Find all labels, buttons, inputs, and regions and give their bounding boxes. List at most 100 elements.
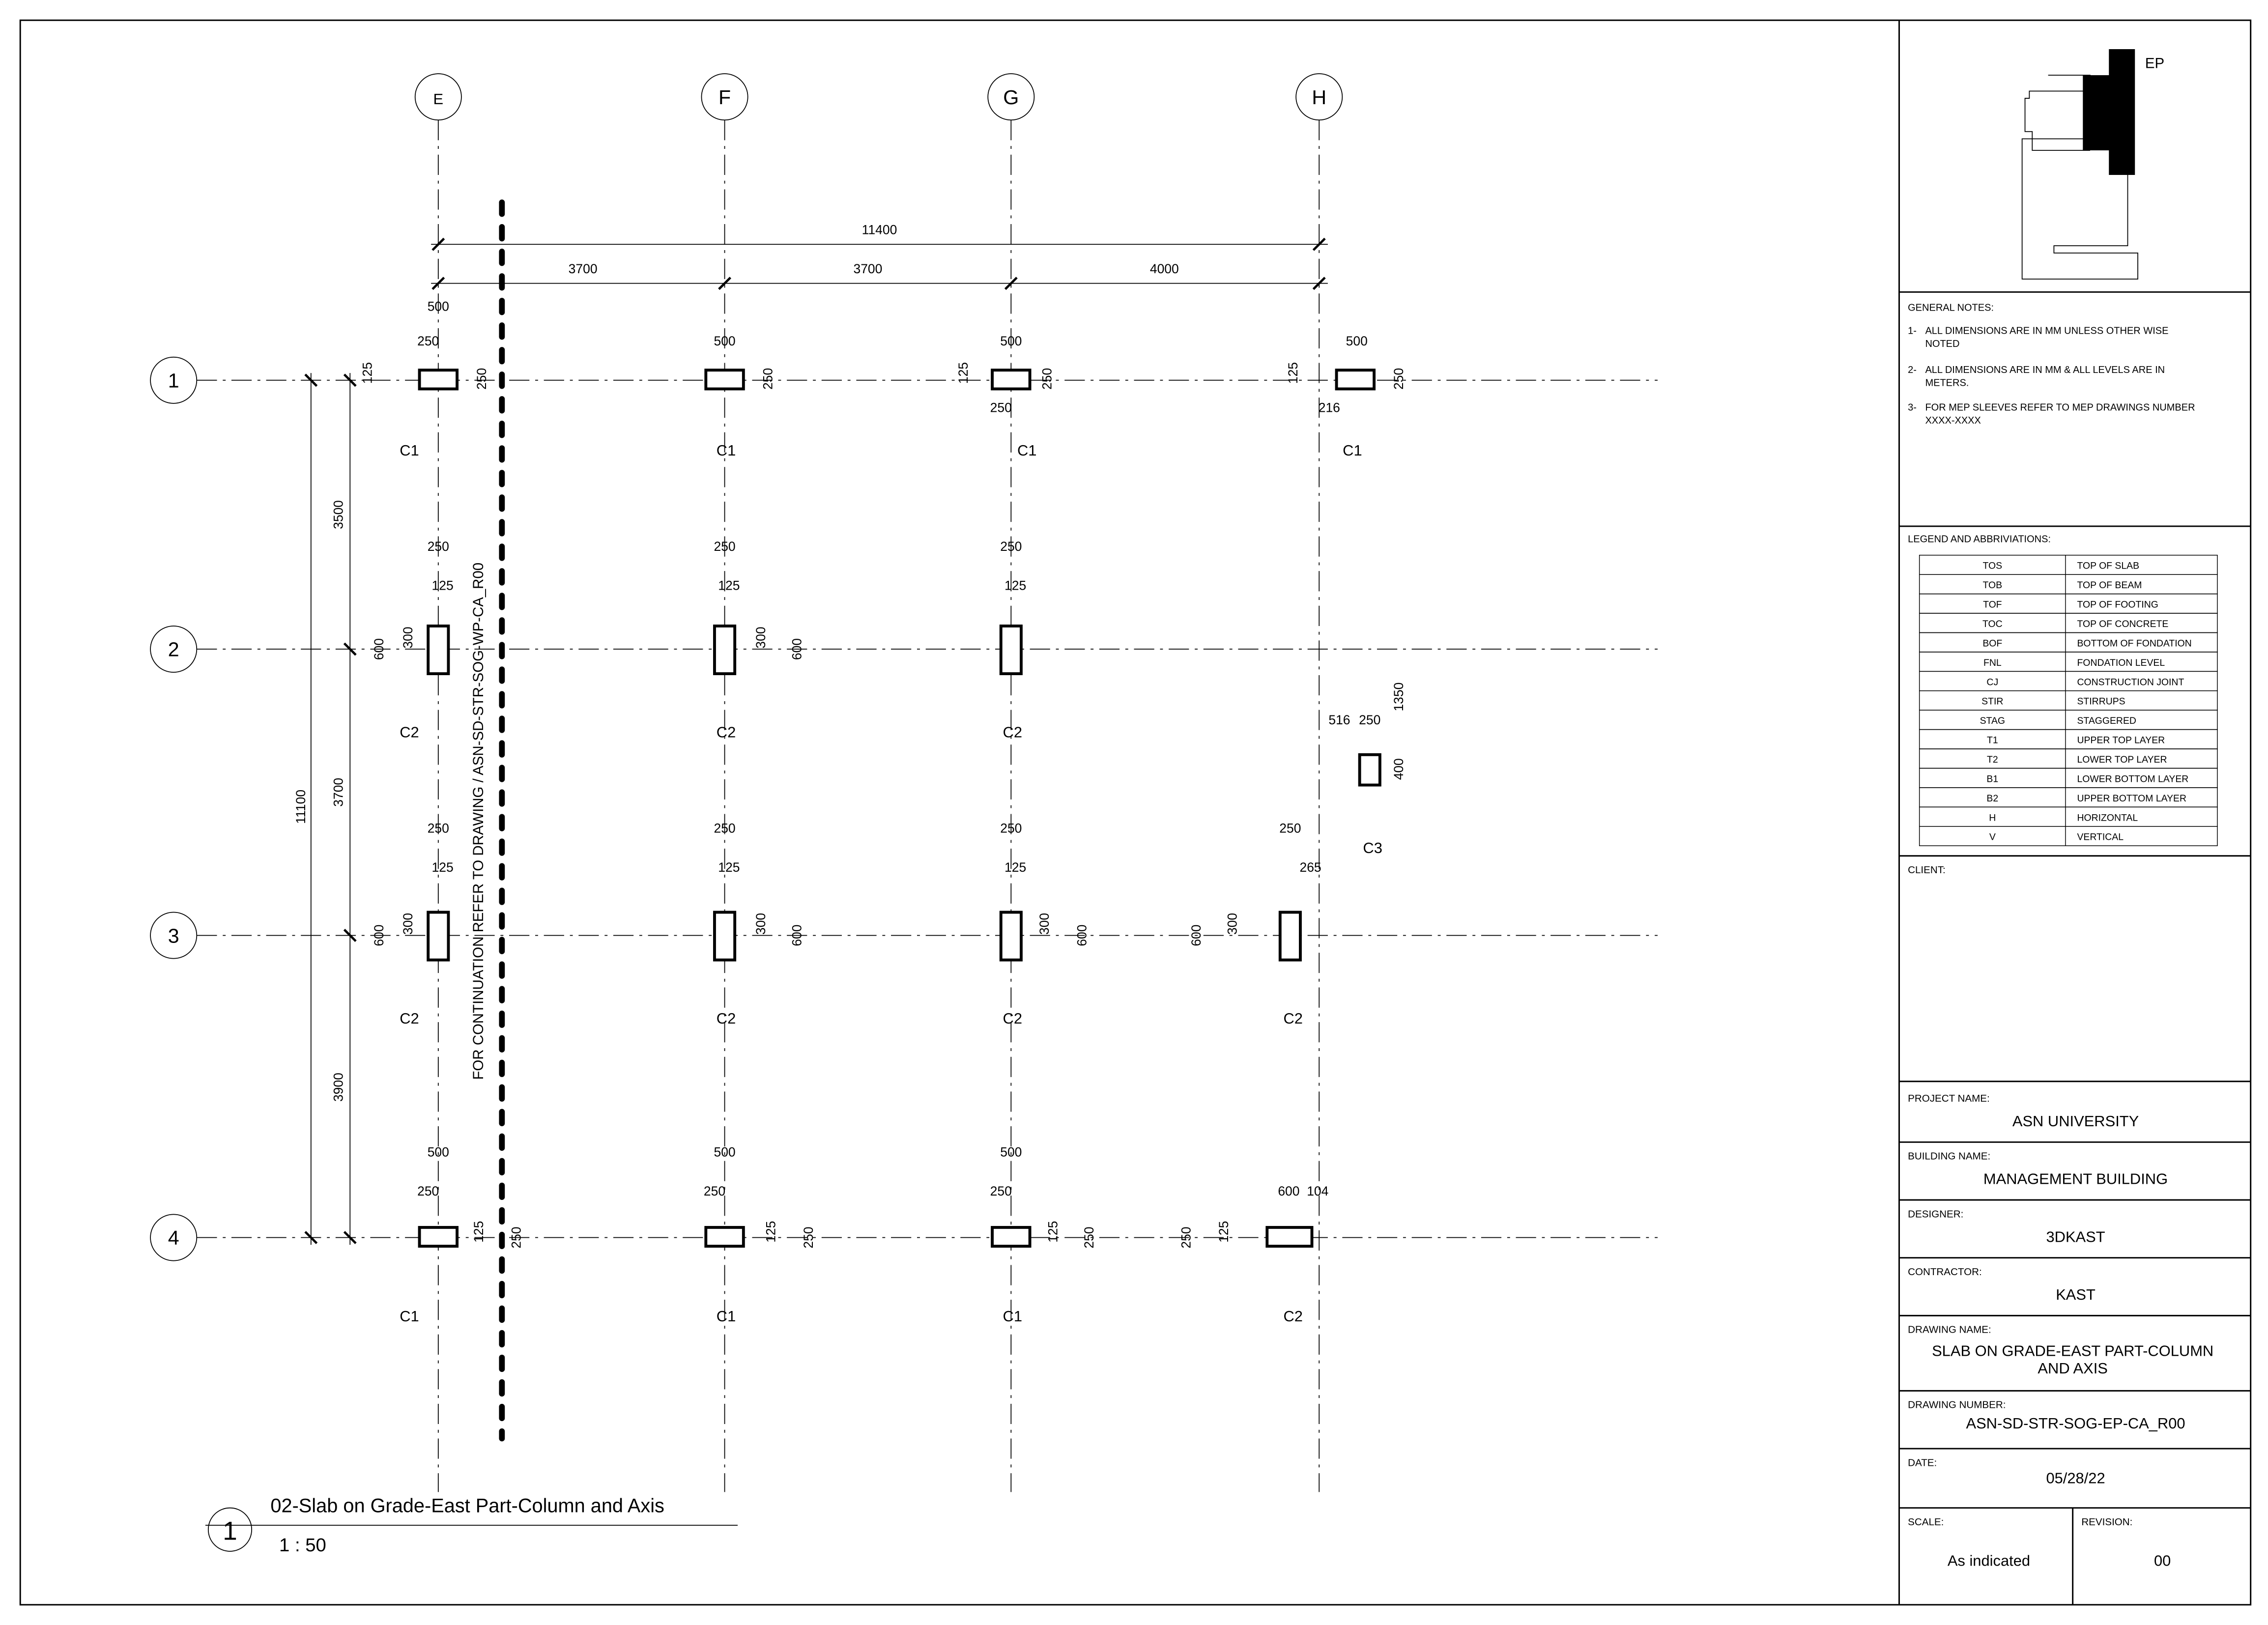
column-E2: C2 (400, 625, 450, 741)
column-dimension: 250 (1040, 368, 1055, 390)
dimension-overall-horizontal: 11400 (862, 223, 897, 237)
scale-label: SCALE: (1908, 1516, 1944, 1528)
grid-bubble-H: H (1295, 73, 1343, 121)
key-plan-label: EP (2145, 55, 2164, 71)
column-dimension: 600 (790, 925, 804, 946)
column-outline (418, 369, 459, 391)
dimension-bay-FG: 3700 (853, 261, 882, 276)
drawing-number-label: DRAWING NUMBER: (1908, 1399, 2006, 1411)
column-type-label: C1 (1003, 1308, 1022, 1325)
column-dimension: 600 (1189, 925, 1204, 946)
column-E1: C1 (400, 369, 459, 459)
grid-bubble-3: 3 (150, 912, 198, 959)
designer-label: DESIGNER: (1908, 1208, 1963, 1220)
legend-abbreviation: STIR (1981, 696, 2003, 707)
column-dimension: 125 (764, 1221, 778, 1243)
column-outline (1278, 911, 1302, 962)
column-dimension: 125 (1005, 860, 1026, 875)
legend-row: T2 LOWER TOP LAYER (1919, 748, 2218, 769)
legend-meaning: STIRRUPS (2077, 696, 2125, 707)
column-dimension: 250 (1279, 821, 1301, 836)
grid-bubble-F: F (701, 73, 748, 121)
column-outline (704, 369, 745, 391)
project-label: PROJECT NAME: (1908, 1093, 1990, 1104)
grid-lines (197, 120, 1658, 1492)
column-dimension: 500 (428, 1145, 449, 1160)
column-outline (991, 369, 1032, 391)
column-G3: C2 (999, 911, 1023, 1027)
grid-label: E (433, 90, 444, 108)
view-scale: 1 : 50 (279, 1535, 326, 1556)
column-type-label: C1 (717, 442, 736, 459)
column-type-label: C1 (400, 1308, 419, 1325)
column-dimension: 250 (990, 1184, 1012, 1198)
grid-label: H (1312, 86, 1326, 109)
column-dimension: 125 (471, 1221, 486, 1243)
legend-meaning: TOP OF SLAB (2077, 561, 2139, 571)
column-dimension: 250 (801, 1226, 816, 1248)
general-notes: GENERAL NOTES: 1- ALL DIMENSIONS ARE IN … (1908, 303, 2195, 426)
column-dimension: 300 (1037, 913, 1052, 935)
building-label: BUILDING NAME: (1908, 1151, 1990, 1162)
column-dimension: 500 (1000, 334, 1022, 348)
legend-meaning: TOP OF BEAM (2077, 580, 2142, 591)
column-dimension: 250 (714, 539, 735, 554)
sheet-border (19, 19, 2252, 1606)
dimension-bay-23: 3700 (331, 778, 346, 807)
dimension-overall-vertical: 11100 (293, 790, 308, 824)
grid-label: F (718, 86, 731, 109)
scale-value: As indicated (1948, 1552, 2030, 1569)
column-dimension: 500 (714, 334, 735, 348)
column-dimension: 125 (718, 578, 740, 593)
legend-meaning: LOWER TOP LAYER (2077, 754, 2167, 765)
column-type-label: C2 (1284, 1308, 1303, 1325)
column-type-label: C1 (717, 1308, 736, 1325)
column-outline (1265, 1226, 1314, 1248)
contractor-label: CONTRACTOR: (1908, 1266, 1982, 1278)
column-F3: C2 (713, 911, 737, 1027)
column-outline (427, 911, 450, 962)
column-type-label: C2 (1284, 1010, 1303, 1027)
grid-bubbles: E F G H 1 2 3 4 (150, 73, 1343, 1261)
column-dimension: 600 (372, 638, 386, 660)
column-dimension: 250 (704, 1184, 725, 1198)
column-dimension: 250 (1391, 368, 1406, 390)
legend-abbreviation: B1 (1986, 773, 1998, 784)
note-number: 3- (1908, 402, 1917, 413)
grid-bubble-G: G (987, 73, 1035, 121)
column-type-label: C2 (1003, 1010, 1022, 1027)
revision-value: 00 (2154, 1552, 2171, 1569)
grid-label: 1 (168, 370, 179, 392)
legend-meaning: STAGGERED (2077, 715, 2136, 726)
column-dimension: 300 (401, 913, 415, 935)
column-type-label: C1 (1343, 442, 1362, 459)
legend-meaning: UPPER TOP LAYER (2077, 735, 2165, 746)
dimension-bay-GH: 4000 (1150, 261, 1179, 276)
column-outline (713, 625, 737, 675)
column-dimension: 125 (1005, 578, 1026, 593)
note-number: 1- (1908, 326, 1917, 337)
grid-bubble-4: 4 (150, 1214, 198, 1261)
plan-drawing: E F G H 1 2 3 4 11400 3700 3700 4000 (150, 73, 1658, 1556)
column-dimension: 1350 (1391, 683, 1406, 712)
legend-abbreviation: T2 (1987, 754, 1998, 765)
revision-label: REVISION: (2081, 1516, 2132, 1528)
note-number: 2- (1908, 365, 1917, 375)
column-dimension: 125 (1216, 1221, 1231, 1243)
column-dimension: 250 (417, 334, 439, 348)
column-dimension: 250 (509, 1226, 524, 1248)
legend-meaning: TOP OF CONCRETE (2077, 619, 2168, 629)
column-F4: C1 (704, 1226, 745, 1325)
legend-meaning: VERTICAL (2077, 832, 2124, 843)
column-E4: C1 (400, 1226, 459, 1325)
